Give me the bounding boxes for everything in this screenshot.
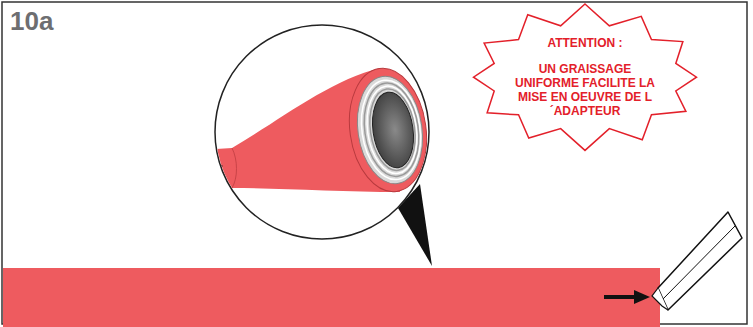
grease-tube-tip: [652, 288, 668, 310]
figure-number: 10a: [10, 8, 53, 34]
grease-tube: [658, 212, 742, 310]
callout-text: ATTENTION : UN GRAISSAGE UNIFORME FACILIT…: [510, 36, 660, 118]
pipe: [3, 268, 660, 327]
small-arrowhead: [214, 161, 223, 171]
thread-rings: [355, 76, 426, 183]
bore: [368, 90, 418, 171]
warning-heading: ATTENTION :: [510, 36, 660, 50]
direction-arrow: [604, 295, 636, 299]
direction-arrowhead: [634, 290, 650, 304]
thread-ring: [362, 83, 423, 177]
small-arrow: [205, 165, 216, 168]
warning-callout: ATTENTION : UN GRAISSAGE UNIFORME FACILIT…: [469, 2, 701, 152]
warning-body: UN GRAISSAGE UNIFORME FACILITE LA MISE E…: [510, 62, 660, 118]
pipe-shoulder: [232, 148, 237, 188]
starburst-shape: [474, 4, 697, 150]
thread-ring: [359, 80, 425, 181]
magnified-pipe-end: [200, 63, 434, 196]
adapter-ring: [351, 72, 429, 188]
thread-ring: [365, 86, 420, 173]
pipe-end-face: [342, 63, 435, 196]
thread-ring: [355, 76, 426, 183]
grease-tube-seam: [662, 226, 735, 300]
